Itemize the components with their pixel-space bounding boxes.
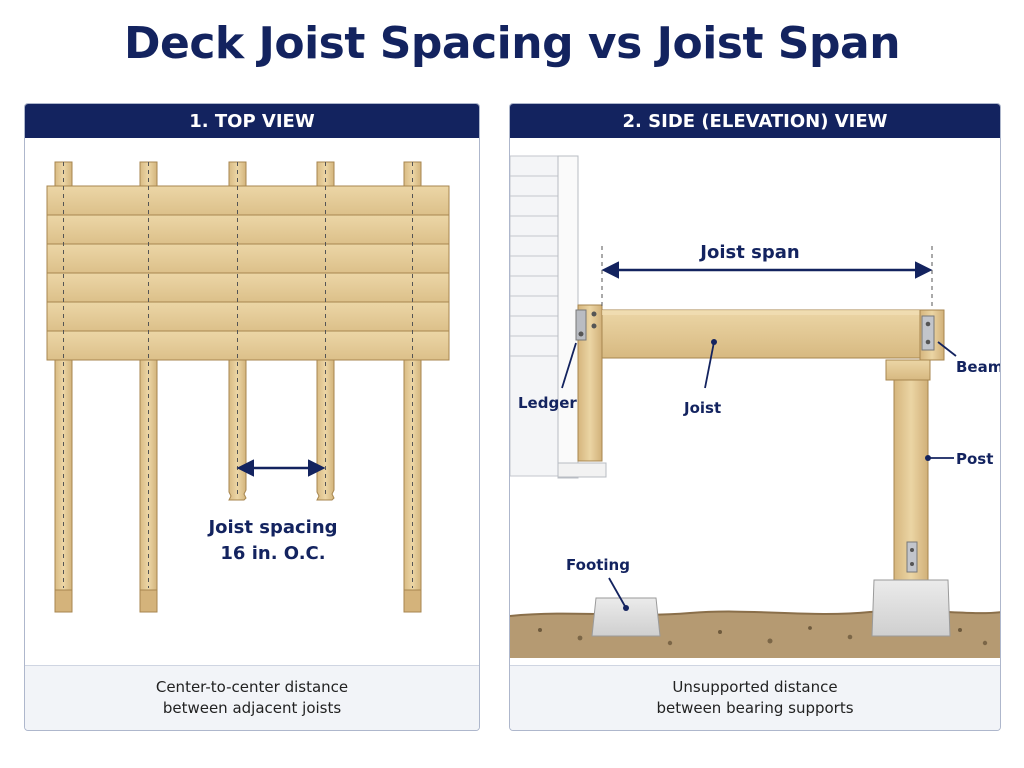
page-title: Deck Joist Spacing vs Joist Span: [123, 18, 901, 69]
footing-label: Footing: [566, 556, 630, 574]
top-view-caption-line2: between adjacent joists: [162, 699, 342, 717]
decking-boards: [46, 185, 450, 361]
ledger-board: [575, 304, 603, 462]
house-wall: [510, 155, 607, 479]
joist-label: Joist: [683, 399, 721, 417]
top-view-diagram: Joist spacing 16 in. O.C.: [46, 161, 450, 613]
post-label: Post: [956, 450, 993, 468]
beam-label: Beam: [956, 358, 1001, 376]
top-view-caption: Center-to-center distance between adjace…: [25, 665, 479, 730]
side-view-caption-line2: between bearing supports: [656, 699, 854, 717]
top-view-panel: 1. TOP VIEW: [24, 103, 480, 731]
footing-right: [871, 579, 951, 637]
joist: [601, 309, 945, 359]
joist-spacing-value: 16 in. O.C.: [220, 543, 325, 564]
post: [893, 379, 929, 586]
footing-left: [591, 597, 661, 637]
beam: [885, 309, 945, 381]
joist-span-label: Joist span: [698, 242, 799, 263]
ledger-label: Ledger: [518, 394, 577, 412]
side-view-caption: Unsupported distance between bearing sup…: [510, 665, 1000, 730]
side-view-diagram: Joist span Ledger Joist Beam Post Footin…: [510, 155, 1001, 658]
top-view-caption-line1: Center-to-center distance: [155, 678, 349, 696]
side-view-header: 2. SIDE (ELEVATION) VIEW: [510, 104, 1000, 138]
side-view-panel: 2. SIDE (ELEVATION) VIEW: [509, 103, 1001, 731]
side-view-caption-line1: Unsupported distance: [672, 678, 838, 696]
joist-spacing-label: Joist spacing: [206, 517, 337, 538]
top-view-header: 1. TOP VIEW: [25, 104, 479, 138]
